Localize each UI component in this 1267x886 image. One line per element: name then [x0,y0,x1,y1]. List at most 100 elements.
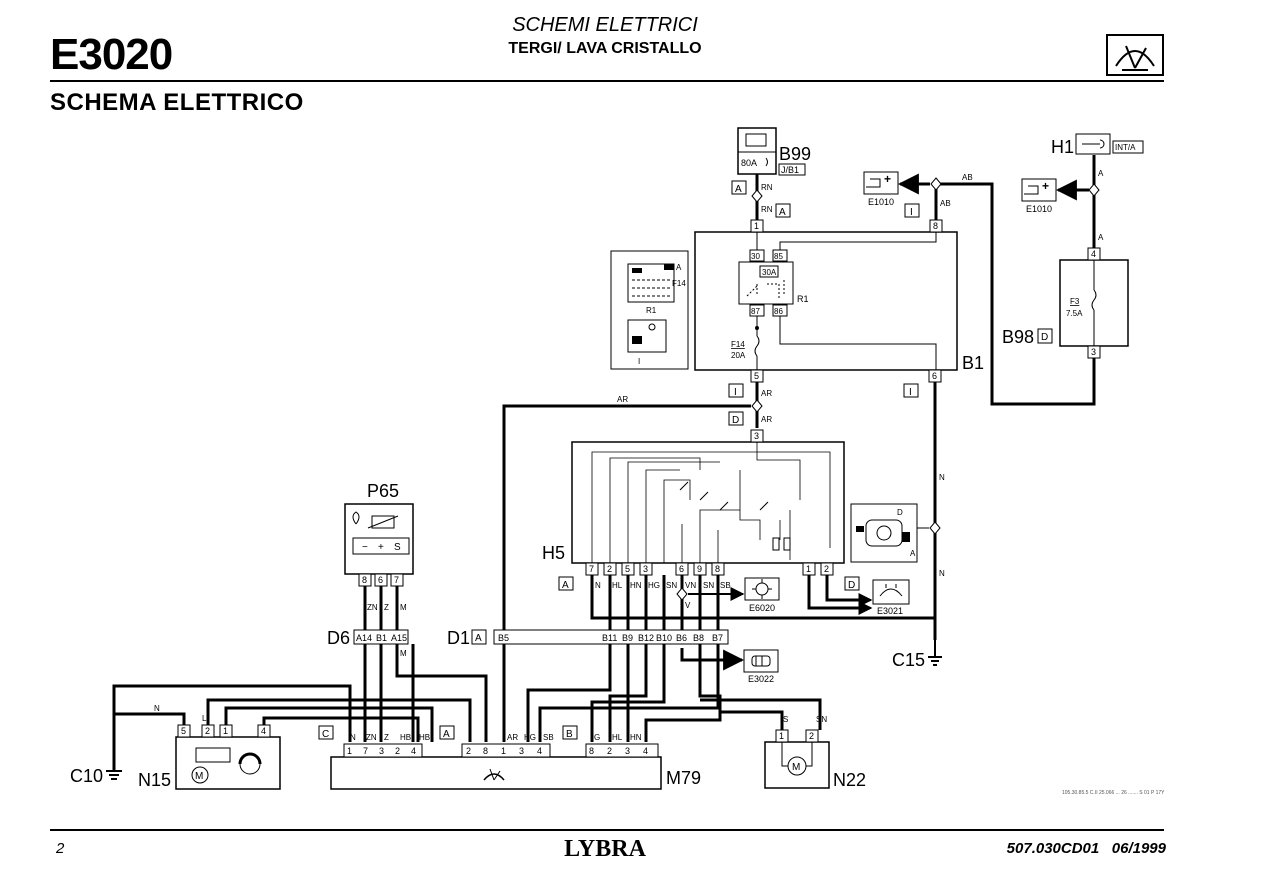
p65-washer-level-sensor: P65 − + S 8 6 7 [344,481,414,587]
c10-ground: C10 [70,766,122,786]
r1-pin-30: 30 [751,252,760,261]
h1-tag: INT/A [1115,143,1136,152]
pin: 3 [643,564,648,574]
pin: 2 [395,746,400,756]
f3-label: F3 [1070,297,1080,306]
wire-label: N [154,704,160,713]
pin: B7 [712,633,723,643]
b99-fuse-box: 80A B99 J/B1 [737,127,811,176]
connector-tag: A [779,207,786,218]
wire-label: N [939,569,945,578]
pin: B11 [602,633,617,643]
wire-label: SN [666,581,677,590]
pin: 1 [779,731,784,741]
section-title: SCHEMA ELETTRICO [50,89,304,116]
pin: B10 [656,633,672,643]
connector-tag: D [732,415,739,426]
connector-tag: C [322,729,329,740]
brand-name: LYBRA [564,836,646,862]
n22-washer-pump: 1 2 M N22 [764,729,866,790]
pin: 1 [501,746,506,756]
pin: 7 [589,564,594,574]
e1010-ground-left: + E1010 [863,171,899,207]
wire-label: AR [617,395,628,404]
b98-pin-4: 4 [1091,249,1096,259]
h5-wiper-switch: 3 H5 7 2 5 3 6 9 8 1 2 [542,429,845,576]
pin: B5 [498,633,509,643]
wire-label: Z [384,733,389,742]
h5-label: H5 [542,543,565,563]
wire-label: HL [612,581,623,590]
pin: 1 [347,746,352,756]
h5-wire-labels: N HL HN HG SN VN SN SB V [595,581,731,610]
d1-connector: D1 A B5 B11 B9 B12 B10 B6 B8 B7 [447,628,729,648]
wire-label: ZN [366,733,377,742]
pin: 4 [643,746,648,756]
b1-label: B1 [962,353,984,373]
pin: 1 [223,726,228,736]
wire-label: A [1098,169,1104,178]
wire-label: VN [685,581,696,590]
b99-tag: J/B1 [781,165,799,175]
wire-label: N [595,581,601,590]
e3021-label: E3021 [877,606,903,616]
pin: 5 [181,726,186,736]
inset-label: A [676,263,682,272]
document-code: E3020 [50,30,173,79]
pin: 7 [394,575,399,585]
r1-pin-87: 87 [751,307,760,316]
b1-pin-6: 6 [932,371,937,381]
b1-pin-5: 5 [754,371,759,381]
motor-symbol: M [792,762,800,773]
d1-tag: A [475,633,482,644]
pin: B1 [376,633,387,643]
inset-label: R1 [646,306,657,315]
pin: 9 [697,564,702,574]
pin: 3 [519,746,524,756]
e6020-connector: E6020 [744,577,780,613]
wire-label: N [939,473,945,482]
pin: 6 [378,575,383,585]
h5-pin-3: 3 [754,431,759,441]
connector-tag: I [910,207,913,218]
wire-label: N [350,733,356,742]
c10-label: C10 [70,766,103,786]
pin: 1 [806,564,811,574]
document-date: 06/1999 [1111,840,1166,857]
wire-label: HB [400,733,411,742]
connector-tag: D [848,580,855,591]
header-rule [50,80,1164,82]
f14-rating: 20A [731,351,746,360]
print-code: 105.30.85.5 C.II 25.066 ... 26 ....... S… [1062,790,1165,796]
b1-pin-1: 1 [754,221,759,231]
c15-ground: C15 [892,640,942,670]
wire-label: S [783,715,788,724]
wire-label: M [400,603,407,612]
f14-label: F14 [731,340,745,349]
document-ref: 507.030CD01 06/1999 [960,840,1166,857]
m79-label: M79 [666,768,701,788]
b99-fuse-rating: 80A [741,158,757,168]
pin: 2 [607,746,612,756]
pin: 4 [411,746,416,756]
r1-label: R1 [797,294,809,304]
pin: 6 [679,564,684,574]
wire-label: Z [384,603,389,612]
d6-label: D6 [327,628,350,648]
d1-label: D1 [447,628,470,648]
inset-label: D [897,508,903,517]
r1-pin-85: 85 [774,252,783,261]
inset-label: A [910,549,916,558]
b1-junction-box: 1 8 5 6 B1 30 85 87 86 30A R1 F14 20A [694,219,984,383]
b98-tag: D [1041,332,1048,343]
c15-label: C15 [892,650,925,670]
svg-text:+: + [1042,179,1049,193]
connector-tag: A [443,729,450,740]
wire-label: RN [761,205,773,214]
p65-symbol: + [378,542,384,553]
wiper-icon [1115,45,1155,71]
wire-label: V [685,601,691,610]
b1-location-inset: A F14 R1 I [610,250,689,370]
wire-label: SN [703,581,714,590]
motor-symbol: M [195,771,203,782]
